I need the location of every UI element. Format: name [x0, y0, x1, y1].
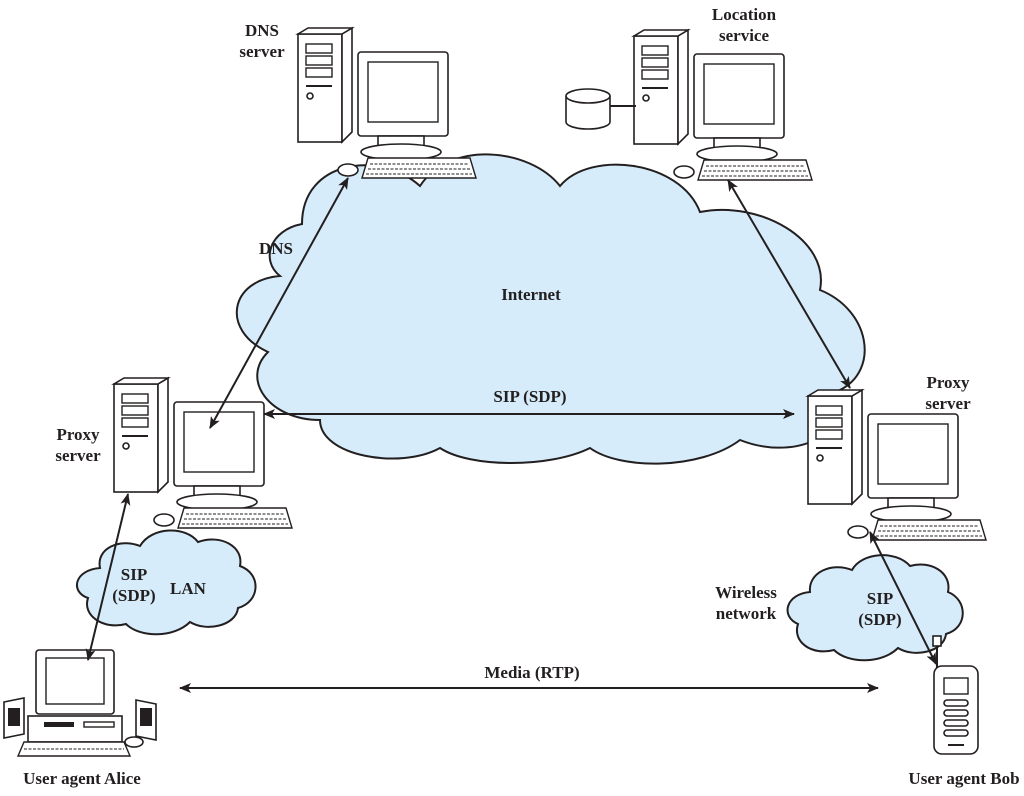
user-agent-bob-label: User agent Bob	[908, 769, 1019, 788]
sip-sdp-left-label: SIP(SDP)	[112, 565, 155, 605]
lan-label: LAN	[170, 579, 207, 598]
sip-alice-link-arrow	[85, 493, 131, 661]
sip-sdp-right-label: SIP(SDP)	[858, 589, 901, 629]
proxy-server-left-computer	[113, 377, 293, 529]
user-agent-alice-label: User agent Alice	[23, 769, 141, 788]
dns-server-computer	[297, 27, 477, 179]
dns-link-label: DNS	[259, 239, 293, 258]
location-service-computer	[633, 29, 813, 181]
user-agent-alice-computer	[3, 649, 157, 757]
mobile-phone-icon	[932, 635, 979, 755]
media-rtp-label: Media (RTP)	[484, 663, 579, 682]
sip-sdp-top-label: SIP (SDP)	[493, 387, 566, 406]
lan-cloud	[76, 529, 257, 636]
database-icon	[565, 88, 636, 130]
sip-bob-link-arrow	[869, 531, 937, 665]
location-link-arrow	[727, 179, 851, 389]
dns-link-arrow	[209, 177, 349, 429]
internet-label: Internet	[501, 285, 561, 304]
internet-cloud	[235, 153, 866, 465]
